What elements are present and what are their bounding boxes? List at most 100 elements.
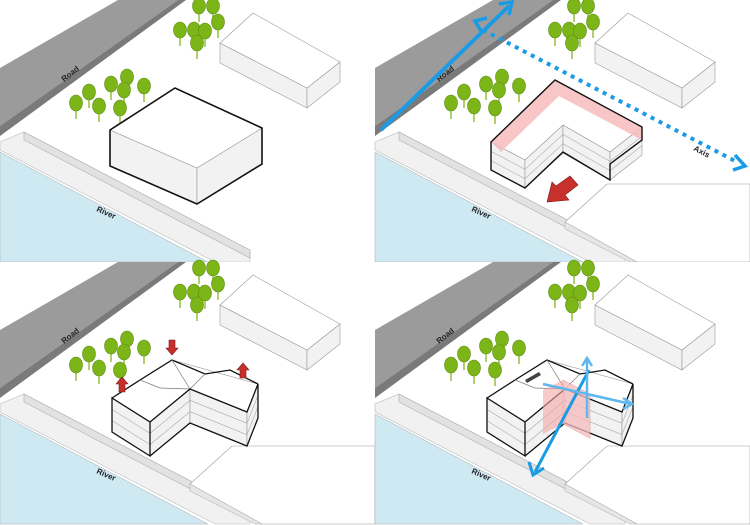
floor-line: [562, 134, 611, 162]
tree: [565, 296, 579, 321]
l-building: [490, 79, 643, 189]
tree: [190, 296, 204, 321]
road-curb: [0, 0, 186, 136]
axis-line: [482, 28, 738, 164]
tree: [479, 75, 493, 100]
tree: [92, 359, 106, 384]
tree: [137, 77, 151, 102]
neighbor-building: [594, 12, 716, 109]
floor-line: [246, 395, 259, 424]
tree: [104, 337, 118, 362]
floor-line: [609, 136, 643, 162]
tree: [444, 94, 458, 119]
river: [374, 413, 584, 525]
floor-line: [524, 134, 564, 170]
roof-ridge: [111, 359, 259, 399]
tree: [467, 359, 481, 384]
tree: [586, 275, 600, 300]
plaza-edge: [189, 483, 263, 525]
floor-line: [490, 151, 526, 170]
tree: [512, 339, 526, 364]
road-movement-arrow: [379, 4, 511, 132]
roof-lift-arrow-right: [236, 362, 250, 379]
floor-line: [524, 143, 564, 179]
tree: [573, 22, 587, 47]
tree: [198, 284, 212, 309]
roof-push-down-arrow: [165, 339, 179, 356]
entrance-arrow: [546, 175, 579, 203]
road-curb: [375, 262, 561, 398]
tree: [567, 0, 581, 22]
tree: [113, 99, 127, 124]
pink-courtyard-band: [491, 80, 642, 152]
roof-ridge: [486, 359, 634, 399]
tree: [444, 356, 458, 381]
neighbor-building-roof: [594, 12, 716, 89]
l-building-outline: [490, 79, 643, 189]
tree: [457, 83, 471, 108]
neighbor-building-roof: [594, 274, 716, 351]
vertical-arrow-head: [580, 355, 594, 367]
road-curb: [0, 262, 186, 398]
tree: [69, 94, 83, 119]
passage-arrow-head: [527, 461, 545, 478]
roof-fold: [171, 359, 191, 390]
plateau-edge: [23, 131, 251, 259]
neighbor-building: [219, 274, 341, 371]
floor-line: [149, 411, 191, 445]
tree: [137, 339, 151, 364]
passage-void-side: [543, 380, 563, 434]
floor-line: [486, 420, 526, 445]
passage-arrow: [533, 369, 591, 473]
tree: [211, 13, 225, 38]
tree: [173, 283, 187, 308]
tree: [82, 345, 96, 370]
floor-line: [621, 395, 634, 424]
road-curb: [375, 0, 561, 136]
floor-line: [189, 411, 248, 435]
tree: [567, 259, 581, 284]
tree: [492, 81, 506, 106]
roof-fold: [139, 373, 206, 390]
roof-slot: [525, 372, 541, 383]
floor-line: [621, 406, 634, 435]
tree: [457, 345, 471, 370]
tree: [565, 34, 579, 59]
floor-line: [562, 143, 611, 171]
floor-line: [490, 160, 526, 179]
floor-line: [149, 400, 191, 434]
tree: [512, 77, 526, 102]
neighbor-building-roof: [219, 274, 341, 351]
floor-line: [486, 409, 526, 434]
neighbor-building: [594, 274, 716, 371]
tree: [198, 22, 212, 47]
river: [0, 413, 209, 525]
tree: [92, 97, 106, 122]
tree: [548, 21, 562, 46]
tree: [192, 0, 206, 22]
tree: [467, 97, 481, 122]
tree: [206, 259, 220, 284]
axis-arrow-head: [732, 153, 749, 172]
tree: [69, 356, 83, 381]
floor-line: [111, 409, 151, 434]
shaped-building-outline: [149, 383, 259, 457]
tree: [573, 284, 587, 309]
floor-line: [189, 400, 248, 424]
shaped-building: [111, 359, 259, 457]
tree: [548, 283, 562, 308]
plaza-edge: [564, 483, 638, 525]
cross-arrow-head: [622, 396, 635, 411]
tree: [488, 361, 502, 386]
road-arrow-head: [498, 0, 515, 16]
tree: [173, 21, 187, 46]
tree: [117, 343, 131, 368]
tree: [192, 259, 206, 284]
tree: [586, 13, 600, 38]
building-mass: [109, 87, 263, 205]
